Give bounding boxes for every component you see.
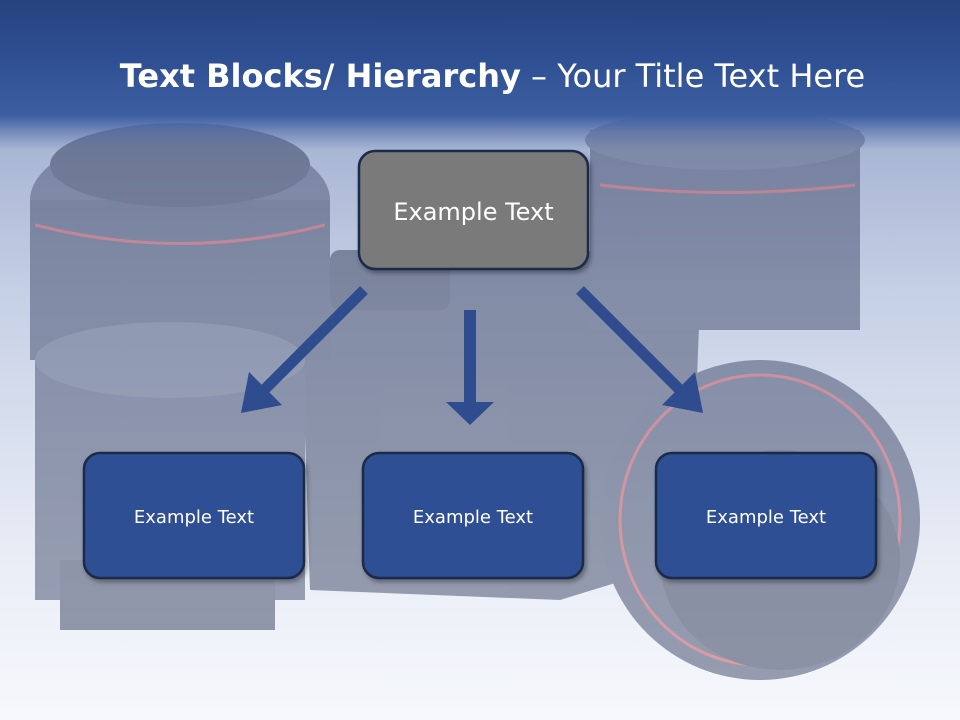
- child-node-2-label: Example Text: [413, 507, 533, 528]
- title-plain: Your Title Text Here: [557, 57, 866, 95]
- child-node-1: [82, 451, 306, 580]
- arrow-right: [576, 286, 703, 413]
- arrow-center: [446, 310, 494, 425]
- title-band: [0, 0, 960, 150]
- child-node-3: [654, 451, 878, 580]
- child-node-2: [361, 451, 585, 580]
- root-node-label: Example Text: [393, 198, 553, 226]
- title-dash: –: [520, 57, 558, 95]
- slide-title: Text Blocks/ Hierarchy – Your Title Text…: [0, 48, 960, 104]
- title-bold: Text Blocks/ Hierarchy: [119, 57, 521, 95]
- child-node-1-label: Example Text: [134, 507, 254, 528]
- child-node-3-label: Example Text: [706, 507, 826, 528]
- root-node: [357, 149, 590, 271]
- arrow-left: [241, 286, 368, 413]
